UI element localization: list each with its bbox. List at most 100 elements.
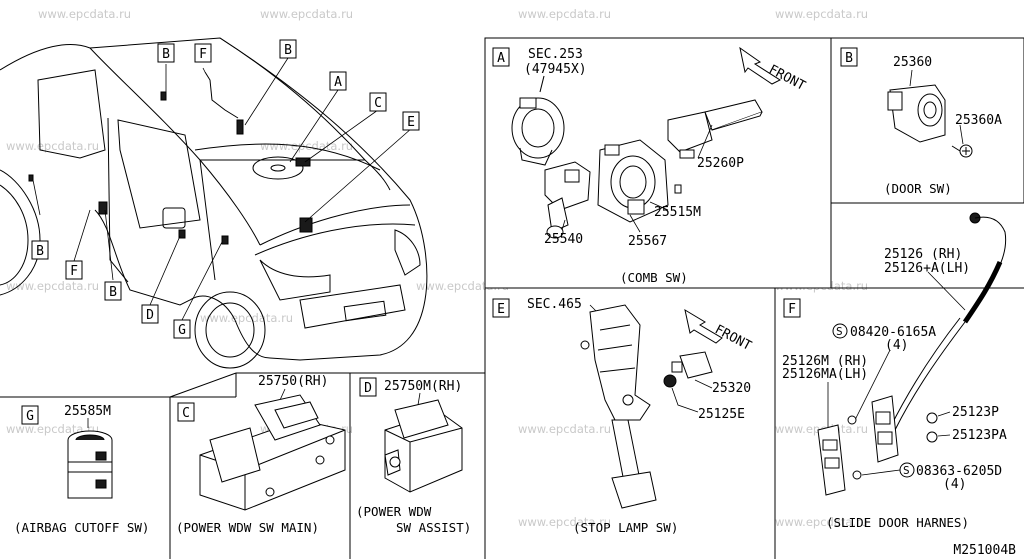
- side-mirror: [162, 207, 186, 229]
- watermark-text: www.epcdata.ru: [518, 7, 611, 21]
- leader-line: [861, 469, 901, 476]
- part-number: 25567: [628, 234, 667, 249]
- part-number: 25750M(RH): [384, 379, 462, 394]
- stop-lamp-switch-location: [299, 217, 313, 233]
- power-window-main-switch-part: [199, 394, 346, 511]
- panel-letter-box: [492, 298, 510, 318]
- callout-b-4: B: [104, 281, 122, 301]
- screw-symbol-icon: [832, 323, 848, 339]
- callout-letter: B: [284, 43, 292, 58]
- section-subreference: (47945X): [524, 62, 587, 77]
- front-door-edge: [199, 159, 216, 281]
- license-plate: [343, 300, 387, 322]
- screw-icon: [847, 415, 862, 480]
- watermark-text: www.epcdata.ru: [6, 279, 99, 293]
- callout-letter: F: [199, 47, 207, 62]
- headlight-left: [259, 259, 331, 301]
- panel-caption: (COMB SW): [620, 270, 688, 285]
- screw-symbol-glyph: S: [836, 325, 843, 338]
- front-arrow-icon: [739, 46, 782, 85]
- clip-icon: [926, 412, 938, 443]
- dashboard-line: [194, 143, 381, 171]
- leader-line: [959, 124, 964, 145]
- slide-door-edge: [107, 117, 129, 283]
- part-number: 25360A: [955, 113, 1002, 128]
- callout-f-1: F: [194, 43, 212, 63]
- part-number: 25125E: [698, 407, 745, 422]
- leader-line: [649, 201, 669, 211]
- callout-letter: B: [162, 47, 170, 62]
- panel-caption: (POWER WDW SW MAIN): [176, 520, 319, 535]
- airbag-cutoff-switch-part: [67, 430, 113, 499]
- panel-letter: B: [845, 51, 853, 66]
- panel-e-stop-lamp-switch: E SEC.465 FRONT 25320 25125E (STOP LAMP …: [492, 297, 754, 535]
- rear-window: [37, 69, 106, 159]
- panel-letter-box: [840, 47, 858, 67]
- callout-letter: G: [178, 323, 186, 338]
- frame-callout-leader: [169, 372, 237, 398]
- front-wheel-rim: [205, 302, 255, 358]
- panel-letter: C: [182, 406, 190, 421]
- panel-caption: (SLIDE DOOR HARNES): [826, 515, 969, 530]
- leader-line: [854, 349, 891, 421]
- door-switch-location: [236, 119, 244, 135]
- panel-letter-box: [177, 402, 195, 422]
- frame-panel-e: [484, 287, 1024, 559]
- leader-line: [937, 411, 951, 437]
- window-switch-location: [221, 235, 229, 245]
- steering-wheel: [252, 156, 304, 180]
- comb-switch-location: [295, 157, 311, 167]
- callout-b-2: B: [279, 39, 297, 59]
- diagram-number: M251004B: [953, 543, 1016, 558]
- part-number: 25126M (RH): [782, 354, 868, 369]
- part-number: 25126+A(LH): [884, 261, 970, 276]
- spiral-cable-part: [511, 97, 565, 166]
- panel-caption: (DOOR SW): [884, 181, 952, 196]
- combination-switch-body-part: [597, 139, 682, 223]
- watermark-text: www.epcdata.ru: [260, 7, 353, 21]
- slide-door-harness-location: [98, 201, 108, 215]
- leader-line: [671, 387, 699, 413]
- part-number: 25320: [712, 381, 751, 396]
- harness-wire-part: [889, 212, 1007, 431]
- callout-letter: B: [36, 244, 44, 259]
- leader-line: [561, 219, 566, 231]
- callout-g: G: [173, 319, 191, 339]
- grille: [299, 284, 406, 329]
- front-wheel: [194, 291, 266, 369]
- power-window-assist-switch-part: [384, 399, 463, 493]
- part-number: 25750(RH): [258, 374, 328, 389]
- watermark-text: www.epcdata.ru: [6, 139, 99, 153]
- part-number: 25123P: [952, 405, 999, 420]
- panel-frames: [0, 37, 1024, 559]
- harness-connector-part: [817, 395, 899, 496]
- panel-f-slide-door-harness: F 25126 (RH) 25126+A(LH) S 08420-6165A (…: [782, 212, 1007, 530]
- callout-letter: D: [146, 308, 154, 323]
- section-reference: SEC.465: [527, 297, 582, 312]
- leader-line: [927, 271, 966, 311]
- leader-line: [909, 69, 913, 87]
- door-switch-part: [887, 84, 946, 143]
- leader-line: [629, 214, 641, 233]
- part-number: 25360: [893, 55, 932, 70]
- panel-caption-line-2: SW ASSIST): [396, 520, 471, 535]
- rear-wheel: [0, 184, 29, 286]
- headlight-right: [394, 229, 421, 276]
- steering-hub: [270, 164, 286, 172]
- part-quantity: (4): [943, 477, 966, 492]
- callout-c: C: [369, 92, 387, 112]
- panel-d-power-window-switch-assist: D 25750M(RH) (POWER WDW SW ASSIST): [356, 377, 471, 535]
- watermark-text: www.epcdata.ru: [38, 7, 131, 21]
- watermark-text: www.epcdata.ru: [200, 311, 293, 325]
- callout-letter: B: [109, 285, 117, 300]
- panel-letter: E: [497, 302, 505, 317]
- part-number: 25585M: [64, 404, 111, 419]
- callout-leaders: [32, 57, 413, 321]
- panel-caption-line-1: (POWER WDW: [356, 504, 432, 519]
- part-number: 25126MA(LH): [782, 367, 868, 382]
- callout-a: A: [329, 71, 347, 91]
- rear-wheel-arch: [0, 169, 41, 296]
- panel-letter-box: [783, 298, 801, 318]
- door-switch-location: [28, 174, 34, 182]
